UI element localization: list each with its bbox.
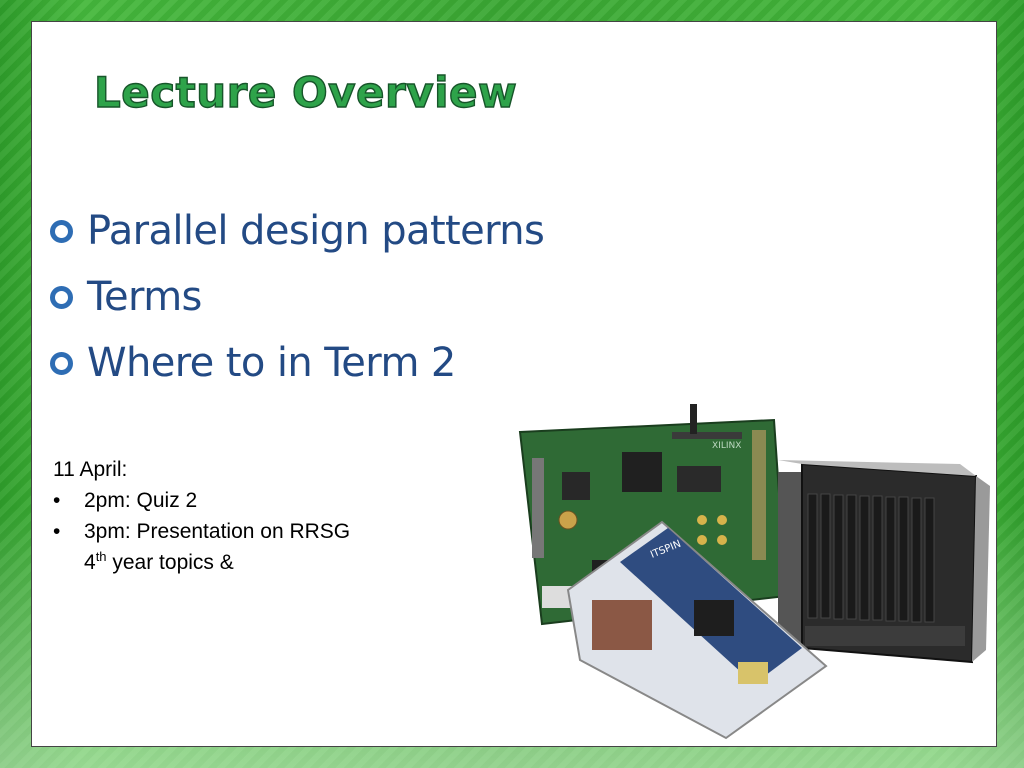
- bullet-list: Parallel design patterns Terms Where to …: [50, 198, 545, 396]
- fpga-board-image: XILINX: [518, 404, 788, 626]
- slide-title: Lecture Overview: [93, 67, 518, 117]
- slide: Lecture Overview Parallel design pattern…: [31, 21, 997, 747]
- schedule-bullet: •: [53, 489, 61, 512]
- ordinal-number: 4: [84, 551, 96, 574]
- schedule-item: • 3pm: Presentation on RRSG: [53, 516, 350, 547]
- ring-bullet-icon: [50, 351, 73, 375]
- bullet-item: Parallel design patterns: [50, 198, 545, 264]
- vendor-logo-text: XILINX: [712, 441, 741, 451]
- schedule-item-text: 2pm: Quiz 2: [84, 489, 198, 512]
- ring-bullet-icon: [50, 285, 73, 309]
- schedule-note: 11 April: • 2pm: Quiz 2 • 3pm: Presentat…: [53, 454, 350, 578]
- bullet-label: Terms: [87, 274, 202, 320]
- schedule-continuation: 4th year topics &: [53, 547, 350, 578]
- bullet-label: Where to in Term 2: [87, 340, 456, 386]
- schedule-bullet: •: [53, 520, 61, 543]
- spin-board-image: ITSPIN: [566, 520, 828, 740]
- ordinal-suffix: th: [95, 549, 107, 564]
- schedule-date: 11 April:: [53, 458, 128, 481]
- schedule-item: • 2pm: Quiz 2: [53, 485, 350, 516]
- schedule-item-text: 3pm: Presentation on RRSG: [84, 520, 351, 543]
- bullet-item: Terms: [50, 264, 544, 330]
- continuation-text: year topics &: [106, 551, 234, 574]
- hardware-photo: XILINX: [518, 404, 990, 740]
- bullet-item: Where to in Term 2: [50, 330, 544, 396]
- bullet-label: Parallel design patterns: [87, 208, 545, 254]
- blade-server-image: [778, 460, 990, 664]
- ring-bullet-icon: [50, 219, 73, 243]
